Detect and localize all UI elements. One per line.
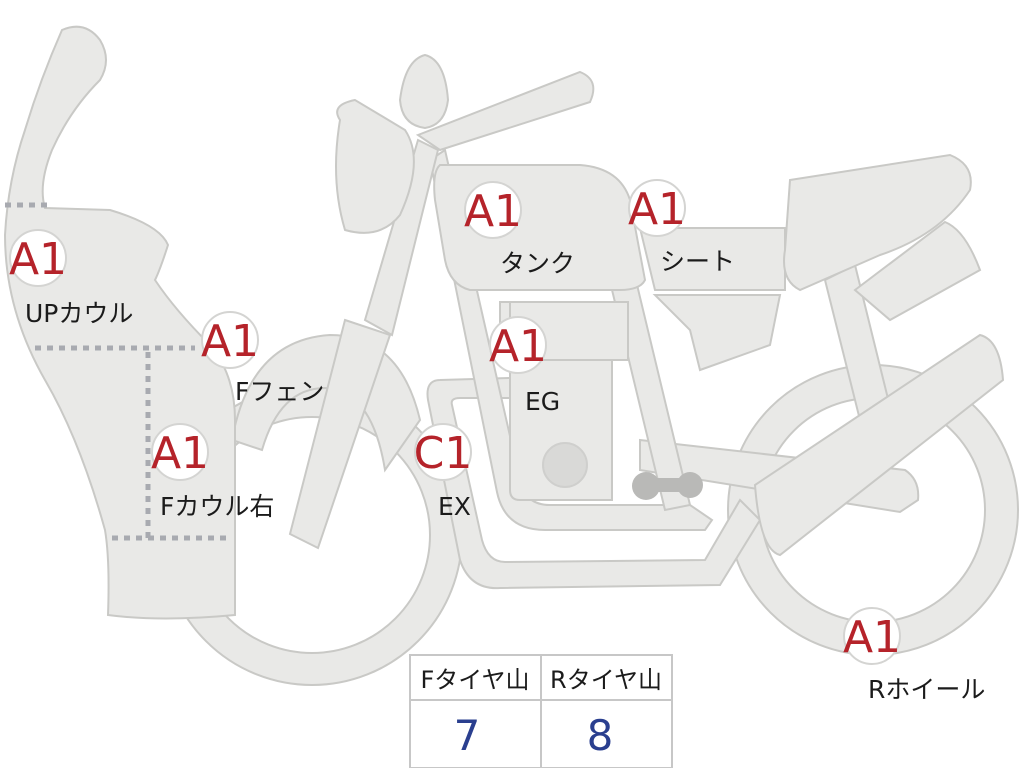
engine-label: EG	[525, 387, 560, 416]
exhaust-grade: C1	[414, 428, 473, 479]
f-fender-label: Fフェン	[235, 377, 324, 406]
f-fender-marker: A1	[201, 311, 259, 369]
up-cowl-marker: A1	[9, 229, 67, 287]
rear-tire-value: 8	[587, 711, 614, 760]
f-cowl-right-marker: A1	[151, 423, 209, 481]
handlebar-shape	[415, 70, 595, 152]
exhaust-marker: C1	[414, 423, 473, 481]
rear-fender-shape	[853, 220, 982, 322]
seat-grade: A1	[628, 184, 686, 235]
engine-marker: A1	[489, 316, 547, 374]
seat-marker: A1	[628, 179, 686, 237]
f-cowl-right-grade: A1	[151, 428, 209, 479]
front-tire-value: 7	[454, 711, 481, 760]
tire-tread-table: Fタイヤ山 Rタイヤ山 7 8	[409, 654, 673, 768]
tank-grade: A1	[464, 186, 522, 237]
seat-front-shape	[638, 227, 786, 291]
f-cowl-right-label: Fカウル右	[160, 492, 274, 521]
rear-tire-header: Rタイヤ山	[550, 666, 662, 694]
f-fender-grade: A1	[201, 316, 259, 367]
r-wheel-label: Rホイール	[868, 675, 985, 704]
up-cowl-label: UPカウル	[25, 299, 133, 328]
up-cowl-grade: A1	[9, 234, 67, 285]
engine-grade: A1	[489, 321, 547, 372]
rear-frame-shape	[652, 294, 782, 372]
muffler-shape	[753, 333, 1005, 557]
front-tire-header: Fタイヤ山	[420, 666, 529, 694]
seat-label: シート	[660, 247, 735, 276]
seat-rear-shape	[783, 153, 972, 292]
tank-label: タンク	[500, 249, 575, 278]
headlight-shape	[335, 98, 415, 234]
r-wheel-marker: A1	[843, 607, 901, 665]
exhaust-pipe-shape	[426, 376, 762, 590]
tank-marker: A1	[464, 181, 522, 239]
mirror-shape	[398, 53, 450, 130]
front-fork-shape	[288, 318, 392, 550]
r-wheel-grade: A1	[843, 612, 901, 663]
exhaust-label: EX	[438, 492, 471, 521]
